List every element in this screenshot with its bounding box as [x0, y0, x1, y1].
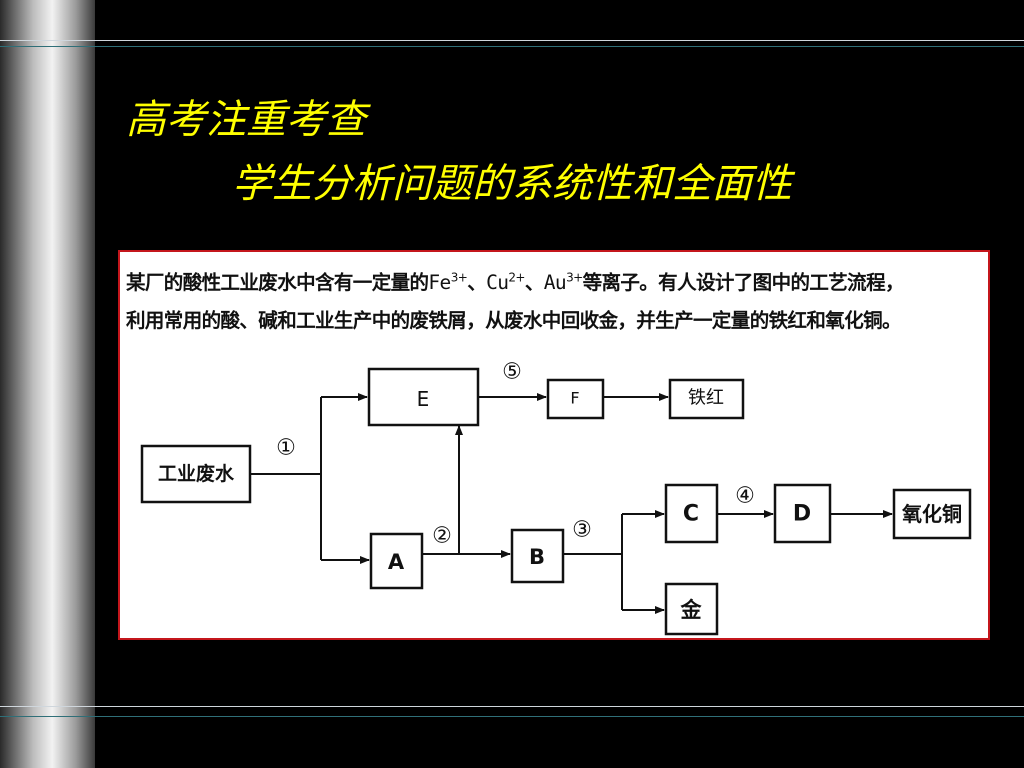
slide-title-line2: 学生分析问题的系统性和全面性 [232, 161, 792, 207]
bottom-rule-accent [0, 716, 1024, 717]
step-1-label: ① [276, 436, 296, 461]
box-iron-red [668, 378, 745, 420]
label-f: F [570, 389, 579, 408]
flow-boxes [140, 367, 972, 636]
ion-separator: 、 [467, 271, 487, 294]
bottom-rule [0, 706, 1024, 707]
label-d: D [793, 502, 811, 527]
step-5-label: ⑤ [502, 360, 522, 385]
problem-text-line1-end: 等离子。有人设计了图中的工艺流程， [582, 271, 905, 294]
box-waste-water [140, 444, 252, 504]
process-flowchart: 工业废水 E F 铁红 A B C D 氧化铜 金 ① ② ③ ④ ⑤ [140, 360, 972, 636]
box-copper-oxide [892, 488, 972, 540]
flow-connectors [250, 393, 893, 614]
ion-cu-charge: 2+ [508, 270, 525, 285]
box-d [773, 483, 832, 544]
label-b: B [529, 545, 545, 569]
ion-fe: Fe [428, 271, 451, 294]
label-waste-water: 工业废水 [158, 462, 235, 485]
ion-fe-charge: 3+ [450, 270, 468, 285]
label-c: C [683, 502, 699, 527]
top-rule [0, 40, 1024, 41]
ion-au: Au [543, 271, 567, 294]
box-f [546, 378, 605, 420]
slide-title-line1: 高考注重考查 [126, 97, 366, 143]
label-iron-red: 铁红 [688, 388, 724, 409]
left-gradient-bar [0, 0, 95, 768]
label-e: E [417, 387, 430, 411]
box-c [664, 483, 719, 544]
step-3-label: ③ [572, 518, 592, 543]
ion-cu: Cu [486, 271, 509, 294]
box-gold [664, 582, 719, 636]
problem-panel: 某厂的酸性工业废水中含有一定量的Fe3+、Cu2+、Au3+等离子。有人设计了图… [118, 250, 990, 640]
box-a [369, 532, 424, 590]
ion-au-charge: 3+ [566, 270, 583, 285]
box-b [510, 528, 565, 584]
step-2-label: ② [432, 524, 452, 549]
box-e [367, 367, 480, 427]
ion-separator: 、 [524, 271, 545, 294]
top-rule-accent [0, 46, 1024, 47]
label-a: A [388, 550, 405, 574]
label-gold: 金 [680, 598, 703, 622]
problem-text-line1-start: 某厂的酸性工业废水中含有一定量的 [126, 271, 429, 294]
label-copper-oxide: 氧化铜 [901, 502, 962, 526]
problem-text-line2: 利用常用的酸、碱和工业生产中的废铁屑，从废水中回收金，并生产一定量的铁红和氧化铜… [126, 309, 902, 332]
step-4-label: ④ [735, 484, 755, 509]
problem-text-line1: 某厂的酸性工业废水中含有一定量的Fe3+、Cu2+、Au3+等离子。有人设计了图… [126, 266, 904, 295]
